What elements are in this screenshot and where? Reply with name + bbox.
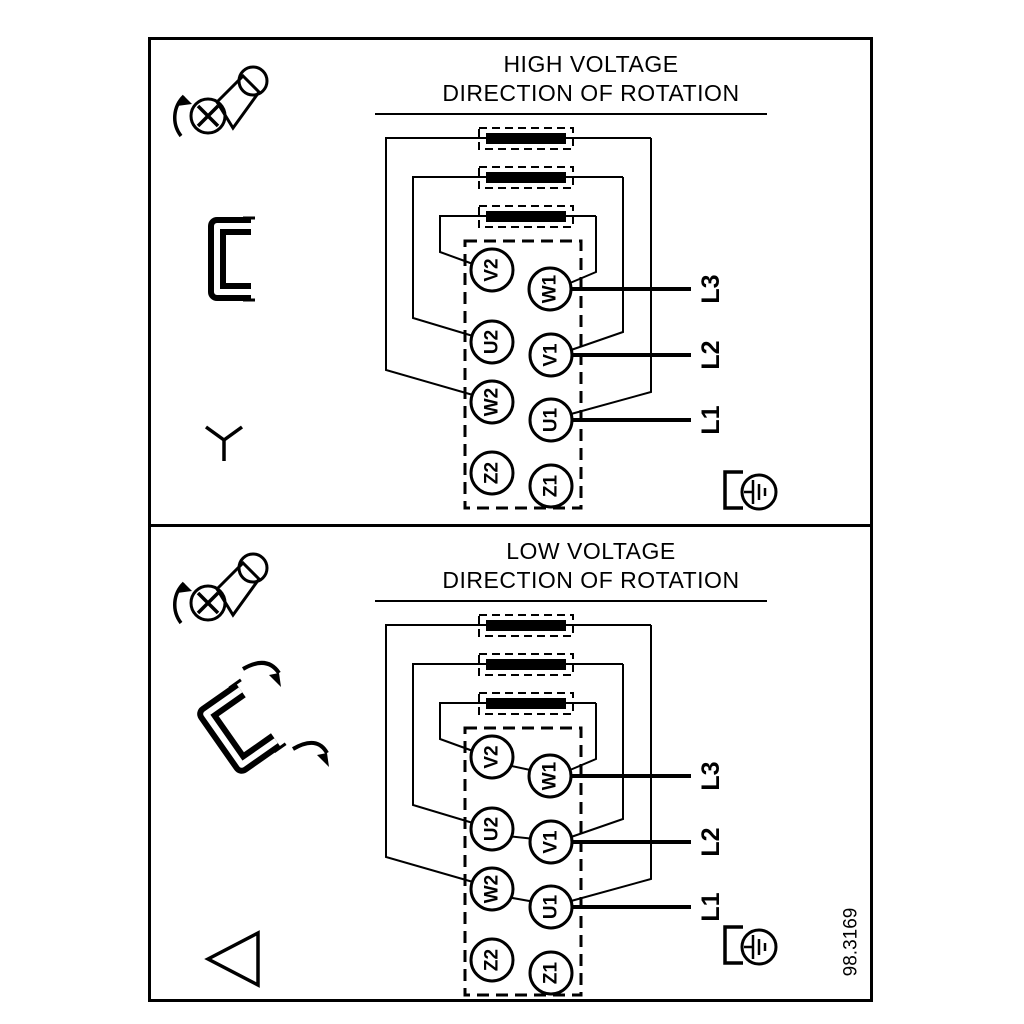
line-label-l2: L2 bbox=[697, 827, 725, 856]
panel-low-voltage: LOW VOLTAGE DIRECTION OF ROTATION bbox=[151, 524, 870, 999]
terminal-u2: U2 bbox=[482, 330, 503, 354]
ground-earth-icon bbox=[723, 925, 778, 966]
panel-title-line1: HIGH VOLTAGE bbox=[503, 51, 678, 77]
supply-lines: L3 L2 L1 bbox=[571, 274, 725, 435]
terminal-u1: U1 bbox=[541, 894, 562, 919]
terminal-v2: V2 bbox=[482, 745, 503, 768]
figure-number: 98.3169 bbox=[841, 908, 862, 977]
terminal-board: V2 W1 U2 V1 W2 U1 Z2 Z1 bbox=[463, 239, 583, 510]
terminal-jumper-icon bbox=[208, 216, 255, 302]
line-label-l3: L3 bbox=[697, 761, 725, 790]
screw-rotation-icon bbox=[173, 65, 269, 138]
line-label-l1: L1 bbox=[697, 892, 725, 921]
panel-title-line1: LOW VOLTAGE bbox=[506, 538, 676, 564]
terminal-w1: W1 bbox=[540, 274, 561, 303]
winding-wires bbox=[385, 624, 652, 903]
terminal-z2: Z2 bbox=[482, 949, 503, 971]
panel-high-voltage: HIGH VOLTAGE DIRECTION OF ROTATION bbox=[151, 40, 870, 524]
terminal-u2: U2 bbox=[482, 817, 503, 841]
terminal-w2: W2 bbox=[482, 875, 503, 904]
line-label-l2: L2 bbox=[697, 340, 725, 369]
high-voltage-diagram: HIGH VOLTAGE DIRECTION OF ROTATION bbox=[173, 51, 778, 511]
ground-earth-icon bbox=[723, 470, 778, 511]
panel-title-line2: DIRECTION OF ROTATION bbox=[442, 80, 739, 106]
terminal-z2: Z2 bbox=[482, 462, 503, 484]
terminal-v1: V1 bbox=[541, 343, 562, 367]
low-voltage-diagram: LOW VOLTAGE DIRECTION OF ROTATION bbox=[173, 538, 862, 997]
screw-rotation-icon bbox=[173, 552, 269, 625]
line-label-l1: L1 bbox=[697, 405, 725, 434]
delta-connection-icon bbox=[204, 930, 260, 988]
terminal-z1: Z1 bbox=[541, 961, 562, 984]
terminal-v1: V1 bbox=[541, 830, 562, 854]
supply-lines: L3 L2 L1 bbox=[571, 761, 725, 922]
terminal-z1: Z1 bbox=[541, 474, 562, 497]
terminal-v2: V2 bbox=[482, 258, 503, 281]
star-connection-icon bbox=[204, 425, 244, 461]
move-jumper-arrows-icon bbox=[197, 661, 329, 774]
winding-wires bbox=[385, 137, 652, 415]
line-label-l3: L3 bbox=[697, 274, 725, 303]
diagram-frame: HIGH VOLTAGE DIRECTION OF ROTATION bbox=[148, 37, 873, 1002]
terminal-u1: U1 bbox=[541, 407, 562, 432]
terminal-w1: W1 bbox=[540, 761, 561, 790]
panel-title-line2: DIRECTION OF ROTATION bbox=[442, 567, 739, 593]
terminal-w2: W2 bbox=[482, 388, 503, 417]
terminal-board: V2 W1 U2 V1 W2 U1 Z2 Z1 bbox=[463, 726, 583, 997]
